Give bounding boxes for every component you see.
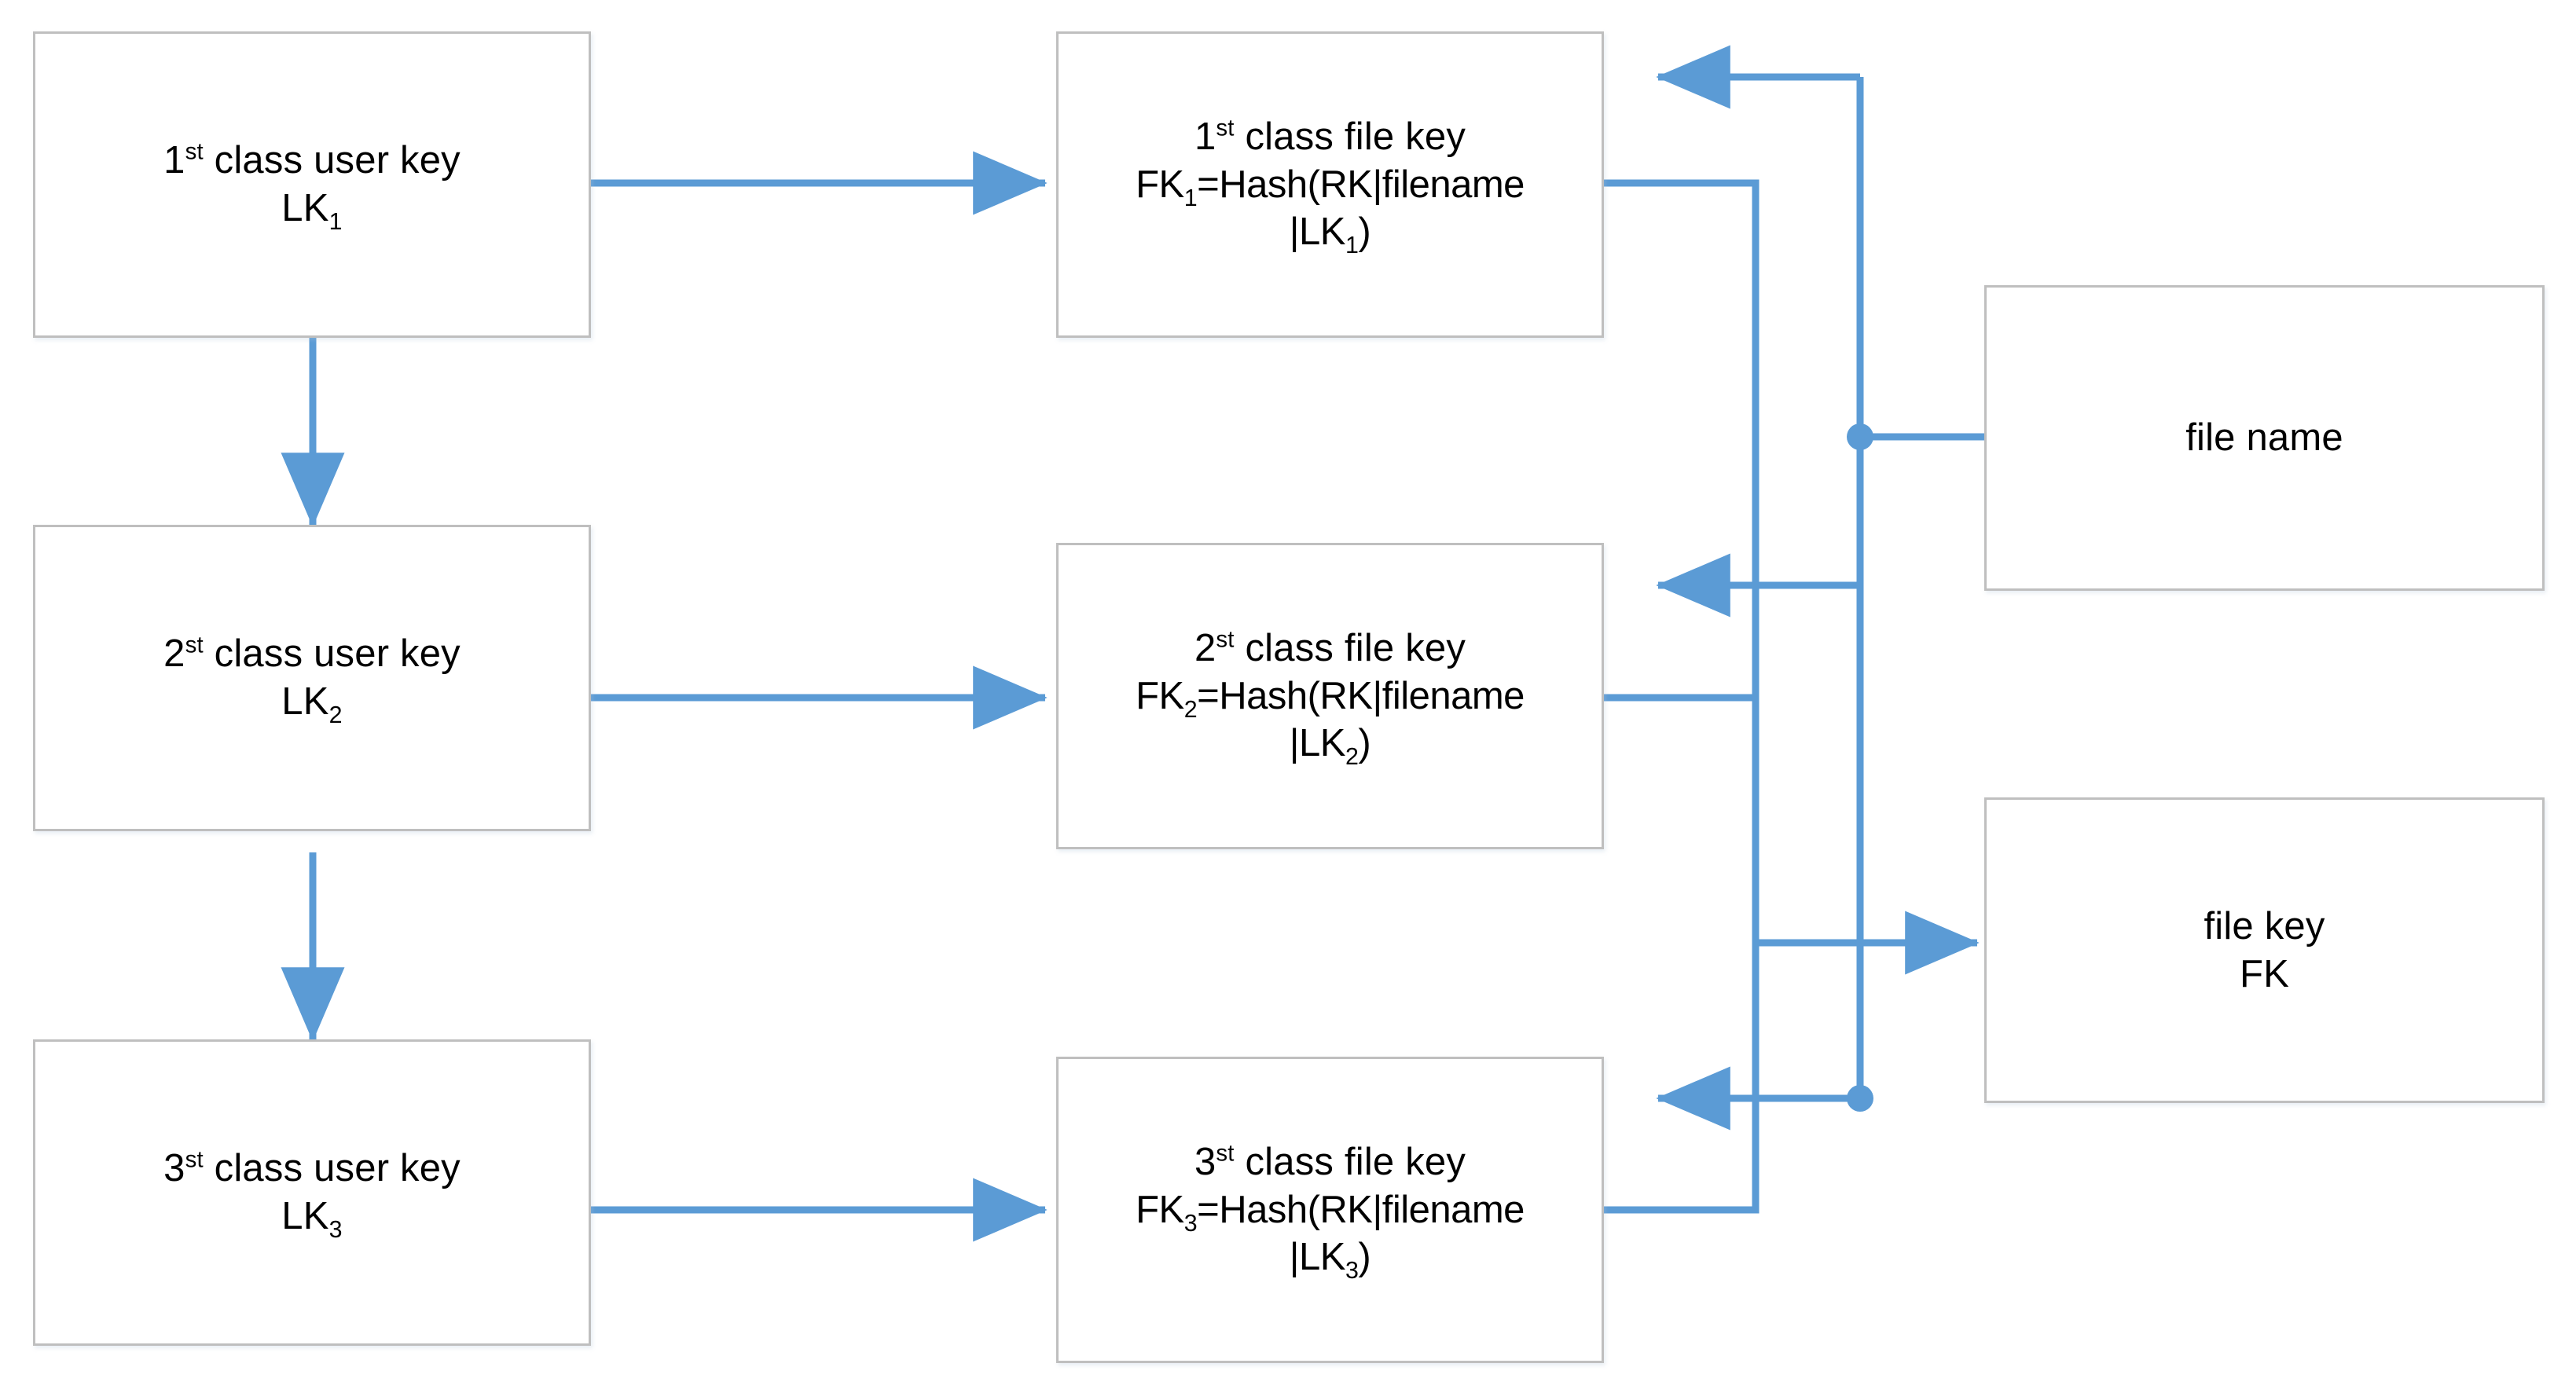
user-key-2-line-1: 2st class user key (163, 632, 461, 676)
connector-file-key-3-to-file-key-output (1604, 943, 1760, 1214)
key-index: 3 (328, 1215, 343, 1243)
ordinal-suffix: st (185, 632, 204, 658)
key-index: 1 (1183, 184, 1198, 211)
ordinal-suffix: st (1216, 626, 1235, 653)
user-key-2-box[interactable]: 2st class user key LK2 (33, 525, 591, 831)
key-index: 3 (1183, 1209, 1198, 1237)
file-key-3-line-2: FK3=Hash(RK|filename (1136, 1188, 1525, 1237)
junction-dot-file-name-lower (1847, 1085, 1873, 1112)
user-key-3-box[interactable]: 3st class user key LK3 (33, 1039, 591, 1346)
file-key-1-box[interactable]: 1st class file key FK1=Hash(RK|filename … (1056, 31, 1604, 338)
key-index: 1 (328, 207, 343, 235)
user-key-2-line-2: LK2 (281, 680, 343, 728)
ordinal-suffix: st (185, 138, 204, 165)
file-key-3-line-1: 3st class file key (1194, 1140, 1466, 1183)
connector-file-key-1-to-file-key-output (1604, 179, 1760, 943)
user-key-3-line-2: LK3 (281, 1195, 343, 1243)
junction-dot-file-name-upper (1847, 423, 1873, 450)
key-index: 2 (1183, 695, 1198, 723)
key-index: 2 (1345, 743, 1359, 771)
file-key-2-box[interactable]: 2st class file key FK2=Hash(RK|filename … (1056, 543, 1604, 849)
file-key-1-line-3: |LK1) (1289, 211, 1371, 259)
user-key-1-line-1: 1st class user key (163, 138, 461, 182)
file-key-output-box[interactable]: file key FK (1984, 797, 2545, 1103)
key-index: 2 (328, 701, 343, 728)
file-key-2-line-1: 2st class file key (1194, 626, 1466, 669)
ordinal-suffix: st (1216, 115, 1235, 141)
file-key-2-line-2: FK2=Hash(RK|filename (1136, 674, 1525, 723)
key-index: 1 (1345, 232, 1359, 259)
key-index: 3 (1345, 1257, 1359, 1285)
file-key-1-line-1: 1st class file key (1194, 115, 1466, 158)
file-key-1-line-2: FK1=Hash(RK|filename (1136, 163, 1525, 211)
file-name-label: file name (2185, 416, 2343, 460)
file-key-output-line-1: file key (2204, 904, 2325, 947)
ordinal-suffix: st (1216, 1140, 1235, 1167)
user-key-1-line-2: LK1 (281, 187, 343, 235)
ordinal-suffix: st (185, 1146, 204, 1173)
file-key-3-line-3: |LK3) (1289, 1236, 1371, 1285)
user-key-1-box[interactable]: 1st class user key LK1 (33, 31, 591, 338)
file-name-box[interactable]: file name (1984, 285, 2545, 591)
user-key-3-line-1: 3st class user key (163, 1146, 461, 1190)
file-key-2-line-3: |LK2) (1289, 722, 1371, 771)
file-key-3-box[interactable]: 3st class file key FK3=Hash(RK|filename … (1056, 1057, 1604, 1363)
file-key-output-line-2: FK (2239, 952, 2289, 995)
